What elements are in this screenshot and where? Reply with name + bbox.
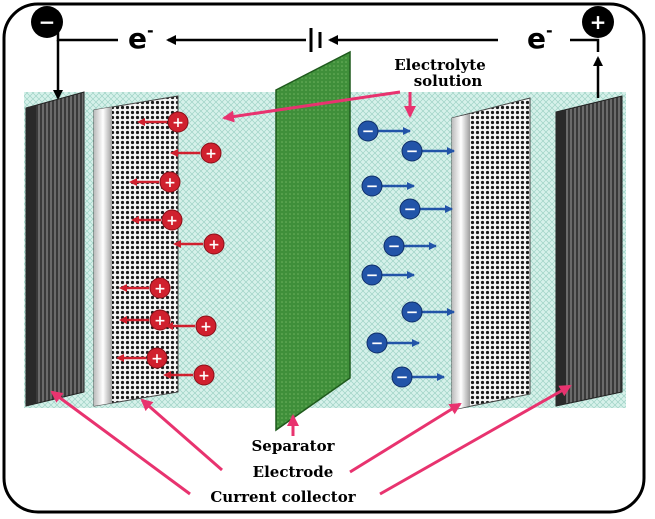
- cation-ion: +: [170, 142, 222, 164]
- cation-symbol: +: [151, 351, 163, 367]
- collector-pointer-left: [50, 390, 191, 496]
- positive-terminal: +: [582, 6, 614, 38]
- cation-symbol: +: [154, 313, 166, 329]
- anion-ion: −: [366, 332, 420, 354]
- electrolyte-pointer-left: [222, 90, 401, 123]
- anion-ion: −: [401, 140, 455, 162]
- electrode-label: Electrode: [253, 463, 334, 481]
- electron-symbol: e: [128, 22, 147, 55]
- separator-membrane: [275, 50, 351, 432]
- cation-symbol: +: [172, 115, 184, 131]
- cation-ion: +: [173, 233, 225, 255]
- cation-symbol: +: [208, 237, 220, 253]
- anion-ion: −: [361, 175, 415, 197]
- right-current-collector: [555, 95, 623, 407]
- anion-ion: −: [361, 264, 415, 286]
- negative-terminal: −: [31, 6, 63, 38]
- cation-ion: +: [165, 315, 217, 337]
- cation-symbol: +: [154, 281, 166, 297]
- left-current-collector: [25, 91, 85, 407]
- anion-group: −−−−−−−−−: [357, 120, 455, 388]
- anion-ion: −: [391, 366, 445, 388]
- cation-symbol: +: [164, 175, 176, 191]
- cation-symbol: +: [166, 213, 178, 229]
- anion-symbol: −: [388, 237, 401, 255]
- cation-ion: +: [137, 111, 189, 133]
- electrode-pointer-right: [349, 402, 462, 474]
- anion-symbol: −: [366, 177, 379, 195]
- anion-symbol: −: [396, 368, 409, 386]
- electrolyte-label-line1: Electrolyte: [394, 56, 486, 74]
- cation-ion: +: [119, 277, 171, 299]
- electrolyte-label-line2: solution: [414, 72, 483, 90]
- anion-ion: −: [383, 235, 437, 257]
- anion-symbol: −: [404, 200, 417, 218]
- cation-symbol: +: [198, 368, 210, 384]
- electron-charge: -: [147, 21, 154, 40]
- positive-terminal-symbol: +: [590, 10, 607, 34]
- cation-ion: +: [116, 347, 168, 369]
- anion-symbol: −: [406, 303, 419, 321]
- cation-symbol: +: [205, 146, 217, 162]
- cation-symbol: +: [200, 319, 212, 335]
- separator-label: Separator: [251, 437, 335, 455]
- electron-label-left: e -: [128, 21, 154, 55]
- anion-symbol: −: [366, 266, 379, 284]
- electron-label-right: e -: [527, 21, 553, 55]
- pointer-arrows: [50, 90, 572, 496]
- anion-ion: −: [357, 120, 411, 142]
- negative-terminal-symbol: −: [39, 10, 56, 34]
- current-collector-label: Current collector: [210, 488, 356, 506]
- electrode-pointer-left: [140, 398, 223, 472]
- collector-pointer-right: [379, 384, 572, 496]
- cation-group: + + + + + + + + + +: [116, 111, 225, 386]
- electron-charge: -: [546, 21, 553, 40]
- cation-ion: +: [129, 171, 181, 193]
- cation-ion: +: [131, 209, 183, 231]
- electron-symbol: e: [527, 22, 546, 55]
- anion-symbol: −: [371, 334, 384, 352]
- right-electrode: [451, 97, 531, 411]
- anion-ion: −: [401, 301, 455, 323]
- anion-symbol: −: [406, 142, 419, 160]
- cation-ion: +: [163, 364, 215, 386]
- anion-symbol: −: [362, 122, 375, 140]
- external-source-symbol: [309, 28, 322, 52]
- anion-ion: −: [399, 198, 453, 220]
